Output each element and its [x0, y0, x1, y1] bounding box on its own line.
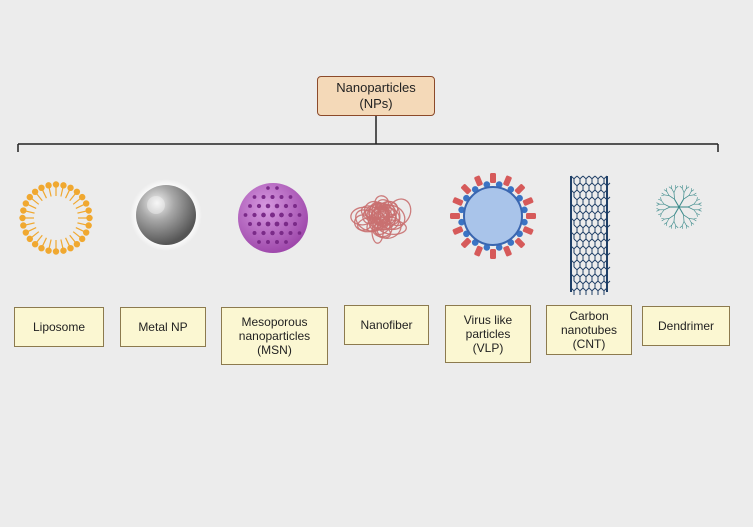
label-dendrimer: Dendrimer — [642, 306, 730, 346]
label-nanofiber: Nanofiber — [344, 305, 429, 345]
root-title: Nanoparticles — [336, 80, 416, 95]
virus-like-particle-icon — [450, 173, 536, 259]
root-node-nanoparticles: Nanoparticles (NPs) — [317, 76, 435, 116]
label-virus-like-particles: Virus like particles (VLP) — [445, 305, 531, 363]
label-mesoporous-nanoparticles: Mesoporous nanoparticles (MSN) — [221, 307, 328, 365]
metal-np-icon — [130, 179, 202, 251]
root-subtitle: (NPs) — [359, 96, 393, 111]
nanofiber-icon — [350, 195, 412, 244]
mesoporous-nanoparticle-icon — [238, 183, 308, 253]
label-metal-np: Metal NP — [120, 307, 206, 347]
label-liposome: Liposome — [14, 307, 104, 347]
liposome-icon — [19, 181, 93, 255]
dendrimer-icon — [656, 185, 702, 229]
label-carbon-nanotubes: Carbon nanotubes (CNT) — [546, 305, 632, 355]
carbon-nanotube-icon — [570, 175, 611, 295]
